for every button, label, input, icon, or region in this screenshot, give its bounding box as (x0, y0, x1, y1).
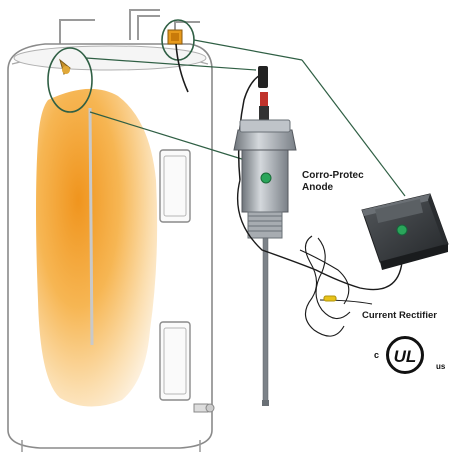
rectifier-label: Current Rectifier (362, 310, 437, 321)
ul-mark-text: UL (393, 347, 417, 366)
current-rectifier (361, 193, 449, 270)
internal-anode-rod (88, 107, 94, 346)
anode-label: Corro-Protec Anode (302, 170, 364, 193)
corro-protec-anode (233, 66, 297, 406)
anode-led-icon (260, 172, 272, 184)
connection-cable (236, 179, 403, 291)
access-panel-upper (159, 149, 191, 223)
outlet-cable (175, 43, 189, 93)
heat-zone (36, 88, 158, 407)
wall-outlet (167, 29, 183, 45)
ul-certification-mark: c UL us (374, 332, 446, 378)
ul-prefix: c (374, 350, 380, 360)
callout-top-fitting (47, 47, 93, 113)
drain-valve (193, 403, 215, 413)
rectifier-led-icon (396, 224, 408, 236)
access-panel-lower (159, 321, 191, 401)
coiled-cable (299, 235, 373, 337)
callout-lines (85, 39, 406, 197)
ul-logo-icon: UL (386, 336, 424, 374)
tank-top-anode-fitting (59, 58, 71, 75)
ul-suffix: us (436, 362, 446, 371)
